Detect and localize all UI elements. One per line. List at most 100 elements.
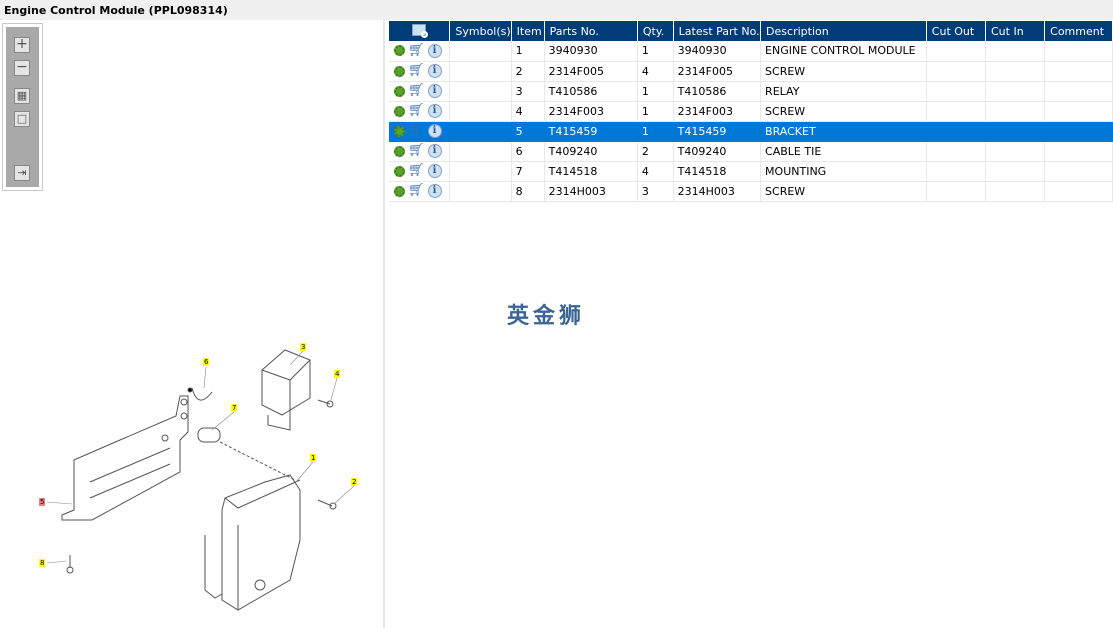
table-row[interactable]: 🛒︎i 4 2314F003 1 2314F003 SCREW	[389, 101, 1113, 122]
cell-comment	[1044, 121, 1113, 142]
gear-icon[interactable]	[394, 105, 405, 117]
gear-icon[interactable]	[394, 85, 405, 97]
cell-description: SCREW	[760, 61, 927, 82]
callout-8[interactable]: 8	[39, 559, 46, 567]
cart-icon[interactable]: 🛒︎	[408, 63, 425, 78]
column-header-symbols[interactable]: Symbol(s)	[449, 21, 512, 41]
gear-icon[interactable]	[394, 165, 405, 177]
search-parts-icon[interactable]	[412, 23, 429, 38]
window-title: Engine Control Module (PPL098314)	[0, 0, 1113, 20]
cell-parts-no: T410586	[544, 81, 638, 102]
column-header-item[interactable]: Item	[511, 21, 545, 41]
cell-cut-out	[926, 81, 986, 102]
info-icon[interactable]: i	[427, 124, 442, 138]
table-header: Symbol(s) Item Parts No. Qty. Latest Par…	[389, 21, 1113, 41]
info-icon[interactable]: i	[427, 104, 442, 118]
cell-item: 2	[511, 61, 545, 82]
diagram-toolbar: + − ▦ □ ⇥	[2, 23, 43, 191]
cart-icon[interactable]: 🛒︎	[408, 123, 425, 138]
cell-cut-out	[926, 101, 986, 122]
column-header-cut-out[interactable]: Cut Out	[926, 21, 986, 41]
zoom-out-button[interactable]: −	[14, 60, 30, 76]
cell-item: 6	[511, 141, 545, 162]
cell-parts-no: 2314F005	[544, 61, 638, 82]
cell-parts-no: T415459	[544, 121, 638, 142]
gear-icon[interactable]	[394, 145, 405, 157]
column-header-qty[interactable]: Qty.	[637, 21, 674, 41]
callout-7[interactable]: 7	[231, 404, 238, 412]
table-row[interactable]: 🛒︎i 5 T415459 1 T415459 BRACKET	[389, 121, 1113, 142]
diagram-panel[interactable]: + − ▦ □ ⇥	[0, 20, 385, 628]
gear-icon[interactable]	[394, 125, 405, 137]
cell-qty: 3	[637, 181, 674, 202]
table-row[interactable]: 🛒︎i 8 2314H003 3 2314H003 SCREW	[389, 181, 1113, 202]
cell-description: MOUNTING	[760, 161, 927, 182]
cell-comment	[1044, 141, 1113, 162]
cell-item: 8	[511, 181, 545, 202]
fit-view-button[interactable]: ▦	[14, 88, 30, 104]
cell-latest-part-no: 2314F003	[673, 101, 762, 122]
column-header-parts-no[interactable]: Parts No.	[544, 21, 638, 41]
relay-drawing	[261, 349, 311, 431]
cell-description: CABLE TIE	[760, 141, 927, 162]
table-row[interactable]: 🛒︎i 2 2314F005 4 2314F005 SCREW	[389, 61, 1113, 82]
column-header-actions[interactable]	[389, 21, 451, 41]
cell-qty: 1	[637, 101, 674, 122]
cell-qty: 4	[637, 161, 674, 182]
gear-icon[interactable]	[394, 45, 405, 57]
column-header-description[interactable]: Description	[760, 21, 927, 41]
column-header-cut-in[interactable]: Cut In	[985, 21, 1046, 41]
ecm-drawing	[204, 474, 301, 611]
info-icon[interactable]: i	[427, 144, 442, 158]
cart-icon[interactable]: 🛒︎	[408, 42, 425, 58]
zoom-in-button[interactable]: +	[14, 37, 30, 53]
gear-icon[interactable]	[394, 185, 405, 197]
cell-cut-out	[926, 61, 986, 82]
info-icon[interactable]: i	[427, 84, 442, 98]
callout-5[interactable]: 5	[39, 498, 46, 506]
cell-symbols	[449, 101, 512, 122]
cell-cut-out	[926, 141, 986, 162]
cell-parts-no: 2314H003	[544, 181, 638, 202]
info-icon[interactable]: i	[427, 184, 442, 198]
callout-6[interactable]: 6	[203, 358, 210, 366]
column-header-comment[interactable]: Comment	[1044, 21, 1113, 41]
export-button[interactable]: ⇥	[14, 165, 30, 181]
cart-icon[interactable]: 🛒︎	[408, 183, 425, 198]
table-row[interactable]: 🛒︎i 6 T409240 2 T409240 CABLE TIE	[389, 141, 1113, 162]
parts-list-panel: Symbol(s) Item Parts No. Qty. Latest Par…	[387, 20, 1113, 628]
cell-parts-no: 2314F003	[544, 101, 638, 122]
cell-cut-in	[985, 61, 1046, 82]
cart-icon[interactable]: 🛒︎	[408, 143, 425, 158]
screw-drawings	[66, 399, 337, 574]
info-icon[interactable]: i	[427, 164, 442, 178]
cell-qty: 2	[637, 141, 674, 162]
callout-2[interactable]: 2	[351, 478, 358, 486]
cell-latest-part-no: T410586	[673, 81, 762, 102]
cell-symbols	[449, 81, 512, 102]
info-icon[interactable]: i	[427, 43, 442, 58]
cart-icon[interactable]: 🛒︎	[408, 103, 425, 118]
cell-description: ENGINE CONTROL MODULE	[760, 41, 927, 62]
callout-1[interactable]: 1	[310, 454, 317, 462]
parts-table: Symbol(s) Item Parts No. Qty. Latest Par…	[389, 21, 1113, 202]
cart-icon[interactable]: 🛒︎	[408, 163, 425, 178]
cell-item: 3	[511, 81, 545, 102]
table-row[interactable]: 🛒︎i 1 3940930 1 3940930 ENGINE CONTROL M…	[389, 41, 1113, 62]
cell-cut-out	[926, 181, 986, 202]
cell-qty: 1	[637, 121, 674, 142]
gear-icon[interactable]	[394, 65, 405, 77]
table-row[interactable]: 🛒︎i 3 T410586 1 T410586 RELAY	[389, 81, 1113, 102]
cell-qty: 1	[637, 41, 674, 62]
callout-4[interactable]: 4	[334, 370, 341, 378]
cell-comment	[1044, 161, 1113, 182]
cart-icon[interactable]: 🛒︎	[408, 83, 425, 98]
column-header-latest-part-no[interactable]: Latest Part No.	[673, 21, 762, 41]
mounting-drawing	[197, 427, 296, 481]
table-row[interactable]: 🛒︎i 7 T414518 4 T414518 MOUNTING	[389, 161, 1113, 182]
callout-3[interactable]: 3	[300, 343, 307, 351]
cell-symbols	[449, 121, 512, 142]
info-icon[interactable]: i	[427, 64, 442, 78]
actual-size-button[interactable]: □	[14, 111, 30, 127]
cell-comment	[1044, 181, 1113, 202]
